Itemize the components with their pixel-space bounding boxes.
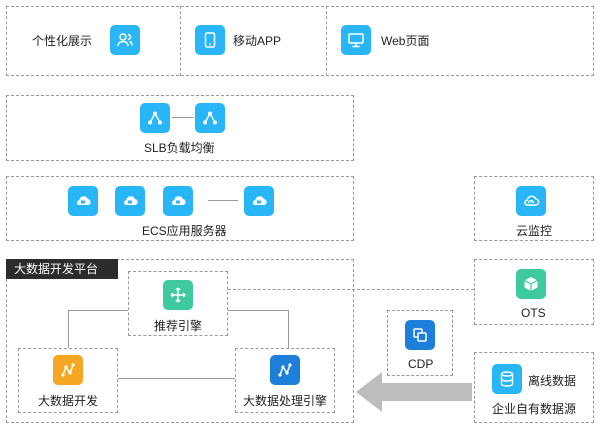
load-balancer-icon xyxy=(140,103,170,133)
connector-line xyxy=(228,289,474,290)
server-cloud-icon xyxy=(115,186,145,216)
platform-box xyxy=(6,259,354,423)
server-cloud-icon xyxy=(163,186,193,216)
slb-label: SLB负载均衡 xyxy=(144,141,215,155)
server-cloud-icon xyxy=(244,186,274,216)
platform-title: 大数据开发平台 xyxy=(6,259,118,279)
mobile-label: 移动APP xyxy=(233,34,282,48)
ecs-label: ECS应用服务器 xyxy=(142,224,227,238)
monitor-icon xyxy=(341,25,371,55)
personal-label: 个性化展示 xyxy=(32,34,93,48)
connector-line xyxy=(118,378,235,379)
cdp-box xyxy=(387,310,453,376)
move-icon xyxy=(163,280,193,310)
load-balancer-icon xyxy=(195,103,225,133)
engine-label: 大数据处理引擎 xyxy=(243,394,328,408)
ots-box xyxy=(474,259,594,325)
users-icon xyxy=(110,25,140,55)
divider xyxy=(180,6,181,76)
data-flow-arrow xyxy=(356,372,472,412)
connector-line xyxy=(68,310,69,348)
cube-icon xyxy=(516,269,546,299)
ots-label: OTS xyxy=(521,306,546,320)
server-cloud-icon xyxy=(68,186,98,216)
dev-box xyxy=(18,348,118,413)
data-node-icon xyxy=(53,355,83,385)
cdp-label: CDP xyxy=(408,357,434,371)
connector-line xyxy=(228,310,288,311)
recommend-label: 推荐引擎 xyxy=(154,319,203,333)
slb-box xyxy=(6,95,354,161)
web-label: Web页面 xyxy=(381,34,430,48)
database-icon xyxy=(492,364,522,394)
monitor-box xyxy=(474,176,594,241)
connector-line xyxy=(208,200,238,201)
divider xyxy=(326,6,327,76)
presentation-layer xyxy=(6,6,594,76)
connector-line xyxy=(68,310,128,311)
own-data-label: 企业自有数据源 xyxy=(492,402,577,416)
data-source-box xyxy=(474,352,594,423)
cloud-monitor-icon xyxy=(516,186,546,216)
data-node-icon xyxy=(270,355,300,385)
ecs-box xyxy=(6,176,354,241)
copy-icon xyxy=(405,320,435,350)
monitor-label: 云监控 xyxy=(516,224,553,238)
offline-data-label: 离线数据 xyxy=(528,374,577,388)
mobile-icon xyxy=(195,25,225,55)
dev-label: 大数据开发 xyxy=(38,394,99,408)
connector-line xyxy=(172,117,194,118)
connector-line xyxy=(288,310,289,348)
